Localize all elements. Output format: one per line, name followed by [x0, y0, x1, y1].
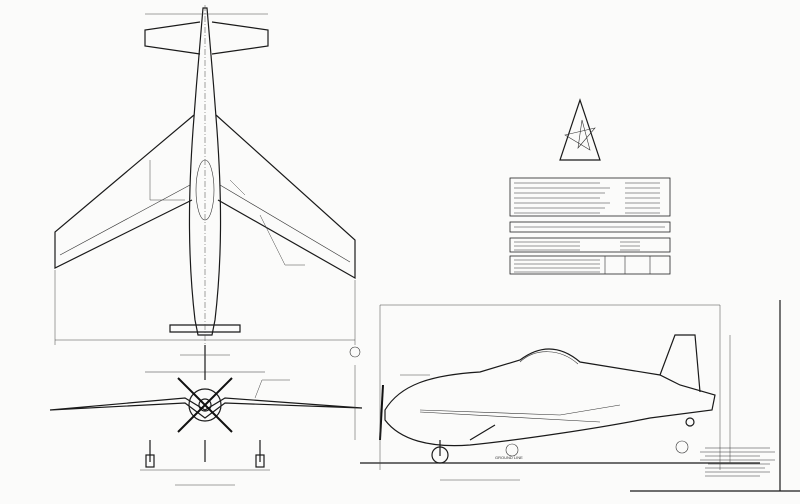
front-view [49, 345, 363, 486]
vertical-fin [659, 334, 701, 393]
insignia-logo [559, 98, 601, 161]
specification-tables [509, 177, 671, 275]
fuselage-top [188, 7, 222, 336]
right-wing-flap-line [219, 184, 351, 263]
left-wing-flap-line [59, 184, 191, 256]
left-wheel [145, 454, 155, 468]
propeller-side [379, 384, 384, 441]
side-view: GROUND LINE [349, 304, 760, 481]
table-areas [509, 177, 671, 217]
left-wing [54, 114, 195, 269]
span-dimension [54, 270, 356, 345]
table-cg [509, 255, 671, 275]
fuselage-front [188, 388, 222, 422]
fuselage-side [384, 348, 716, 447]
landing-gear-front [149, 440, 261, 462]
propeller-blades [177, 377, 233, 433]
tail-wheel-side [685, 417, 695, 427]
dimension-bubble [675, 440, 689, 454]
dimension-bubble [505, 443, 519, 457]
table-airfoil [509, 221, 671, 233]
spinner-top [169, 324, 241, 333]
side-dimensions [354, 304, 731, 481]
table-weights [509, 237, 671, 253]
top-view [54, 5, 356, 345]
wing-side [419, 404, 621, 423]
dimension-bubble [349, 346, 361, 358]
right-wing [215, 114, 356, 280]
ground-line-label: GROUND LINE [495, 455, 523, 460]
wing-leader-lines [149, 160, 305, 266]
main-gear-side [439, 424, 496, 456]
spinner-front [198, 398, 212, 412]
front-wing [49, 397, 363, 419]
front-dimensions [140, 354, 270, 486]
horizontal-tail [144, 21, 269, 55]
canopy-side [519, 351, 579, 365]
right-wheel [255, 454, 265, 468]
sweep-ref-leader [254, 379, 290, 399]
title-block [630, 300, 800, 492]
